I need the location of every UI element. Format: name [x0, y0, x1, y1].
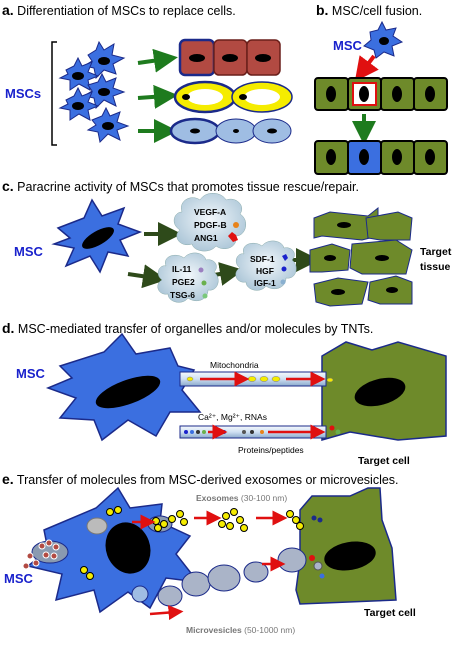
panel-e-title: e. Transfer of molecules from MSC-derive… — [2, 471, 399, 487]
msc-label-e: MSC — [4, 571, 34, 586]
svg-text:HGF: HGF — [256, 266, 274, 276]
svg-text:TSG-6: TSG-6 — [170, 290, 195, 300]
bracket — [51, 41, 57, 146]
factor-cloud-2: IL-11 PGE2 TSG-6 — [157, 252, 219, 303]
target-tissue-label-1: Target — [420, 246, 452, 258]
arrow-c2 — [127, 264, 167, 289]
msc-label-c: MSC — [14, 244, 44, 259]
factor-cloud-1: VEGF-A PDGF-B ANG1 — [173, 193, 247, 252]
arrow-fusion — [354, 54, 379, 82]
mitochondria — [186, 376, 334, 383]
svg-text:IGF-1: IGF-1 — [254, 278, 276, 288]
svg-text:PGE2: PGE2 — [172, 277, 195, 287]
mitochondria-label: Mitochondria — [210, 360, 259, 370]
microvesicles — [131, 547, 325, 607]
fat-cells — [173, 80, 293, 114]
panel-c-title: c. Paracrine activity of MSCs that promo… — [2, 178, 359, 194]
panel-b: b. MSC/cell fusion. MSC — [314, 2, 448, 175]
target-tissue — [309, 206, 413, 307]
panel-a-title: a. Differentiation of MSCs to replace ce… — [2, 2, 236, 18]
msc-label-d: MSC — [16, 366, 46, 381]
panel-d: d. MSC-mediated transfer of organelles a… — [2, 320, 447, 467]
svg-text:ANG1: ANG1 — [194, 233, 218, 243]
factor-cloud-3: SDF-1 HGF IGF-1 — [235, 240, 297, 291]
panel-e: e. Transfer of molecules from MSC-derive… — [2, 471, 416, 635]
arrow-fat — [137, 84, 178, 109]
svg-text:SDF-1: SDF-1 — [250, 254, 275, 264]
bone-cells — [169, 117, 292, 145]
fusion-row-after — [314, 140, 448, 175]
fusion-row-before — [314, 77, 448, 111]
ions-label: Ca²⁺, Mg²⁺, RNAs — [198, 412, 267, 422]
panel-b-title: b. MSC/cell fusion. — [316, 2, 422, 18]
svg-text:PDGF-B: PDGF-B — [194, 220, 227, 230]
msc-label-a: MSCs — [5, 86, 41, 101]
proteins-label: Proteins/peptides — [238, 445, 304, 455]
exosome-cluster-msc — [22, 539, 60, 570]
exosomes-label: Exosomes (30-100 nm) — [196, 493, 287, 503]
panel-c: c. Paracrine activity of MSCs that promo… — [2, 178, 452, 307]
vesicle-e1 — [86, 517, 108, 535]
target-cell-label-e: Target cell — [364, 607, 416, 619]
arrow-e4 — [149, 605, 184, 621]
msc-label-b: MSC — [333, 38, 363, 53]
panel-d-title: d. MSC-mediated transfer of organelles a… — [2, 320, 373, 336]
target-tissue-label-2: tissue — [420, 261, 451, 273]
microvesicles-label: Microvesicles (50-1000 nm) — [186, 625, 295, 635]
target-cell-label-d: Target cell — [358, 455, 410, 467]
panel-a: a. Differentiation of MSCs to replace ce… — [2, 2, 293, 146]
svg-text:IL-11: IL-11 — [172, 264, 192, 274]
muscle-cells — [178, 38, 281, 77]
svg-text:VEGF-A: VEGF-A — [194, 207, 226, 217]
arrow-muscle — [137, 48, 178, 73]
msc-cells-a — [58, 40, 130, 144]
